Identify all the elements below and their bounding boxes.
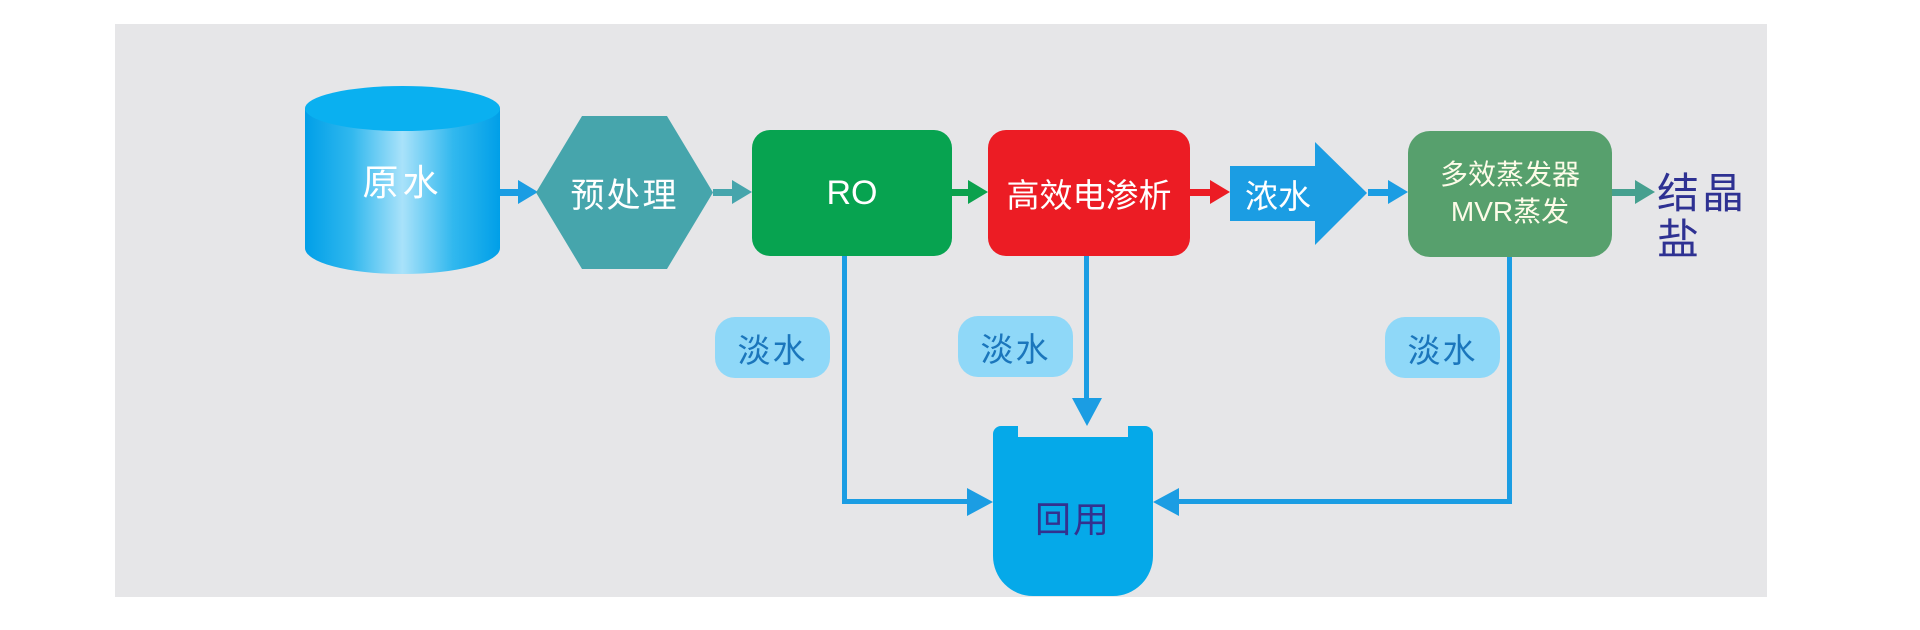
pretreatment-label: 预处理	[570, 177, 679, 215]
electrodialysis-label: 高效电渗析	[1006, 177, 1172, 214]
raw-water-label: 原水	[362, 162, 443, 203]
block-arrow-head-icon	[1315, 142, 1367, 245]
evaporator-label: 多效蒸发器 MVR蒸发	[1440, 157, 1580, 231]
arrow-head-icon	[968, 180, 988, 204]
arrow-shaft	[500, 188, 518, 196]
connector-evaporator-arrowhead-icon	[1153, 488, 1179, 516]
reuse-tank: 回用	[993, 426, 1153, 596]
cylinder-body-shape	[305, 108, 500, 274]
connector-evaporator-vertical	[1507, 257, 1512, 504]
flow-arrow-pretreatment-to-ro	[713, 180, 752, 204]
tank-opening-notch	[1018, 426, 1128, 437]
electrodialysis-box: 高效电渗析	[988, 130, 1190, 256]
flow-arrow-raw-to-pretreatment	[500, 180, 538, 204]
pretreatment-hexagon: 预处理	[536, 116, 713, 269]
reuse-label: 回用	[1034, 498, 1111, 540]
arrow-head-icon	[1635, 180, 1655, 204]
cylinder-top-ellipse	[305, 86, 500, 131]
concentrate-block-arrow: 浓水	[1230, 142, 1367, 245]
flow-arrow-ro-to-electrodialysis	[952, 180, 988, 204]
flow-arrow-concentrate-to-evaporator	[1368, 180, 1408, 204]
connector-ro-vertical	[842, 256, 847, 504]
connector-ro-arrowhead-icon	[967, 488, 993, 516]
connector-electrodialysis-vertical	[1084, 256, 1089, 398]
crystal-salt-label: 结晶盐	[1657, 170, 1748, 263]
arrow-shaft	[1368, 188, 1388, 196]
ro-label: RO	[826, 173, 878, 212]
block-arrow-body	[1230, 166, 1316, 221]
flow-arrow-electrodialysis-to-concentrate	[1190, 180, 1230, 204]
arrow-head-icon	[518, 180, 538, 204]
diagram-panel: 原水 预处理 RO 高效电渗析	[115, 24, 1767, 597]
raw-water-cylinder: 原水	[305, 86, 500, 274]
fresh-water-badge-evaporator: 淡水	[1385, 317, 1500, 378]
concentrate-label: 浓水	[1245, 177, 1311, 215]
connector-evaporator-horizontal	[1177, 499, 1512, 504]
evaporator-label-line1: 多效蒸发器	[1439, 159, 1580, 191]
arrow-shaft	[713, 188, 732, 196]
arrow-head-icon	[732, 180, 752, 204]
fresh-water-badge-electrodialysis: 淡水	[958, 316, 1073, 377]
arrow-head-icon	[1388, 180, 1408, 204]
connector-electrodialysis-arrowhead-icon	[1072, 398, 1102, 426]
fresh-water-badge-ro: 淡水	[715, 317, 830, 378]
flow-arrow-evaporator-to-salt	[1612, 180, 1655, 204]
arrow-shaft	[952, 188, 968, 196]
arrow-shaft	[1612, 188, 1635, 196]
evaporator-box: 多效蒸发器 MVR蒸发	[1408, 131, 1612, 257]
arrow-shaft	[1190, 188, 1210, 196]
evaporator-label-line2: MVR蒸发	[1450, 196, 1570, 227]
connector-ro-horizontal	[842, 499, 971, 504]
arrow-head-icon	[1210, 180, 1230, 204]
ro-box: RO	[752, 130, 952, 256]
